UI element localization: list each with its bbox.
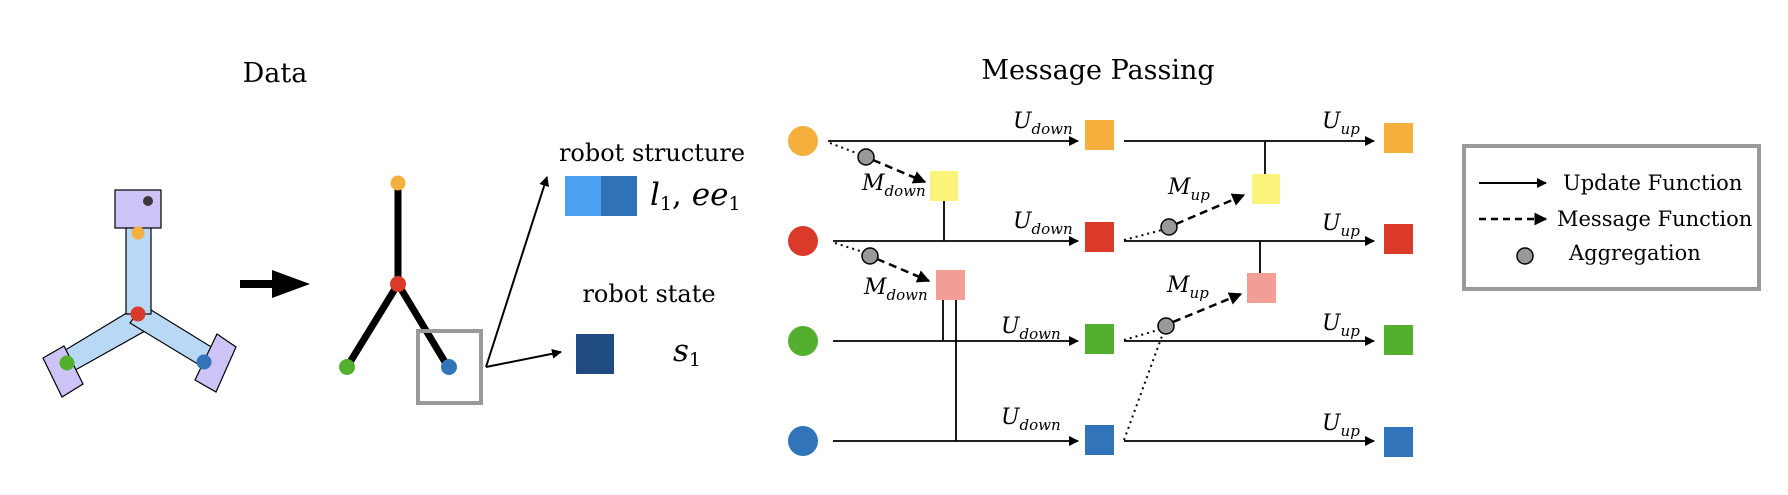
legend-aggregation-icon (1516, 247, 1534, 265)
graph-node-green (339, 359, 355, 375)
robot-head (114, 189, 162, 229)
u-down-label-green: Udown (1001, 314, 1061, 343)
legend-update-label: Update Function (1563, 171, 1742, 195)
mp-node-red (788, 226, 818, 256)
up-state-red (1384, 224, 1413, 254)
robot-right-foot (194, 333, 237, 393)
agg-up-2 (1157, 317, 1175, 335)
structure-feature-light (565, 176, 601, 216)
m-up-dotted-3 (1123, 335, 1163, 441)
state-variable: s1 (673, 333, 701, 371)
agg-up-1 (1160, 218, 1178, 236)
m-down-dotted-2 (834, 242, 864, 253)
arrow-to-state (485, 348, 562, 368)
u-up-label-red: Uup (1322, 211, 1360, 240)
u-down-label-red: Udown (1013, 209, 1073, 238)
state-feature (576, 334, 614, 374)
m-down-square-pink (936, 270, 965, 300)
robot-joint-top (131, 226, 145, 240)
robot-sensor-dot (143, 196, 153, 206)
graph-edge-right (395, 282, 451, 369)
u-up-label-green: Uup (1322, 311, 1360, 340)
u-up-label-blue: Uup (1322, 411, 1360, 440)
mp-node-blue (788, 426, 818, 456)
m-up-dotted-2 (1123, 329, 1159, 341)
message-passing-diagram: Mdown Mdown Udown Udown Udown Udown (788, 109, 1413, 457)
mp-node-orange (788, 126, 818, 156)
u-down-label-blue: Udown (1001, 405, 1061, 434)
u-up-label-orange: Uup (1322, 109, 1360, 138)
agg-down-1 (857, 148, 875, 166)
legend: Update Function Message Function Aggrega… (1462, 144, 1761, 291)
m-up-square-yellow (1252, 174, 1280, 204)
message-passing-title: Message Passing (981, 55, 1214, 86)
graph-node-blue (441, 359, 457, 375)
m-down-dashed-1 (872, 158, 927, 184)
legend-frame (1462, 144, 1761, 291)
m-up-label-2: Mup (1166, 273, 1209, 302)
mp-node-green (788, 326, 818, 356)
down-state-orange (1085, 120, 1114, 150)
up-state-blue (1384, 427, 1413, 457)
robot-torso (125, 225, 152, 315)
down-state-red (1085, 222, 1114, 252)
up-state-green (1384, 325, 1413, 355)
up-state-orange (1384, 123, 1413, 153)
u-down-label-orange: Udown (1013, 109, 1073, 138)
m-up-square-pink (1247, 273, 1276, 303)
graph-node-orange (390, 175, 406, 191)
transform-arrow (240, 270, 310, 298)
robot-graph (339, 175, 483, 405)
down-state-blue (1085, 425, 1114, 455)
graph-node-red (390, 276, 406, 292)
m-down-label-1: Mdown (861, 171, 926, 200)
arrow-to-structure (485, 176, 550, 368)
down-state-green (1085, 324, 1114, 354)
robot-left-foot (42, 345, 84, 398)
m-down-label-2: Mdown (863, 275, 928, 304)
legend-aggregation-label: Aggregation (1568, 241, 1701, 265)
data-title: Data (243, 58, 308, 89)
structure-feature-dark (601, 176, 637, 216)
robot-joint-center (130, 306, 146, 322)
structure-variables: l1, ee1 (650, 177, 741, 215)
legend-message-label: Message Function (1557, 207, 1752, 231)
robot-joint-right (196, 354, 212, 370)
robot-state-label: robot state (582, 280, 715, 308)
robot-structure-label: robot structure (559, 139, 745, 167)
graph-selection-box (416, 329, 483, 405)
robot-illustration (42, 189, 237, 398)
m-down-dotted-1 (829, 142, 860, 155)
m-up-label-1: Mup (1167, 175, 1210, 204)
m-up-dotted-1 (1123, 229, 1163, 241)
m-down-dashed-2 (876, 257, 931, 283)
graph-edge-left (344, 282, 401, 369)
robot-joint-left (59, 355, 75, 371)
m-down-square-yellow (930, 171, 958, 201)
agg-down-2 (861, 247, 879, 265)
